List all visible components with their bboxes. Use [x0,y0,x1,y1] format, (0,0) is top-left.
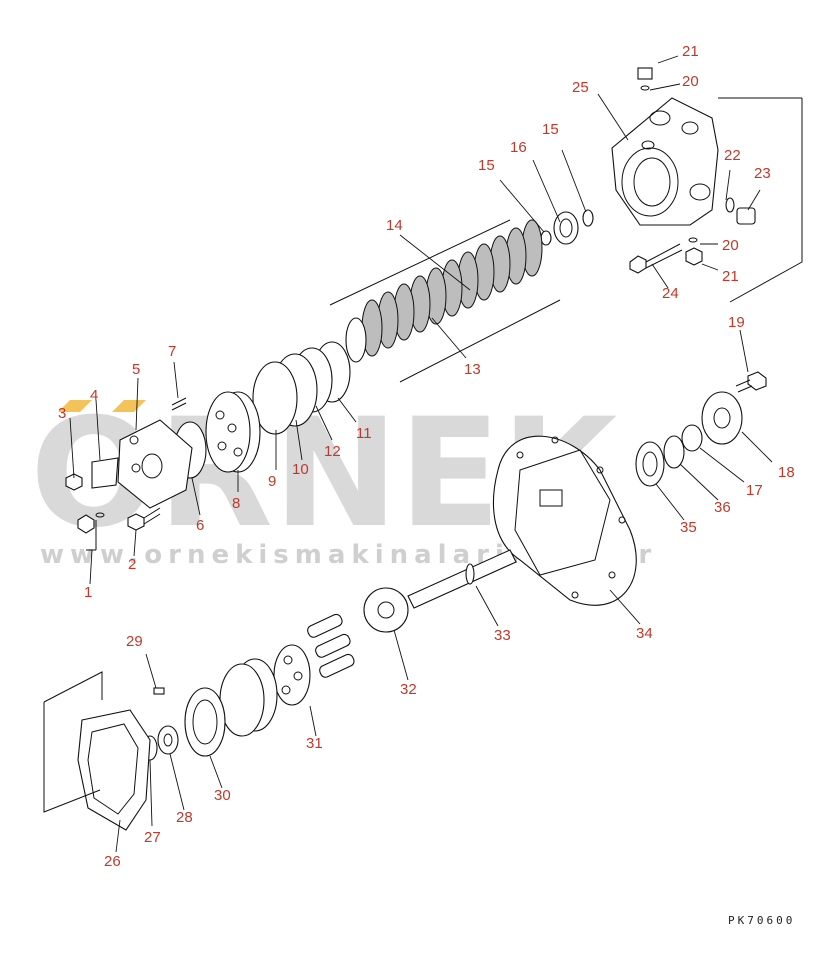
callout-label: 24 [662,285,679,302]
drawing-code: PK70600 [728,914,795,927]
highlight-mark [58,400,92,412]
callout-label: 4 [90,387,98,404]
plug-part [77,514,95,534]
ring-part [681,424,703,452]
hub-part [492,435,637,606]
housing-part [611,97,719,226]
plate-part [91,457,119,489]
callout-label: 15 [542,121,559,138]
plug-part [637,67,653,91]
callout-label: 29 [126,633,143,650]
callout-label: 8 [232,495,240,512]
callout-label: 22 [724,147,741,164]
bracket-line [86,520,97,551]
bolt-part [735,371,767,393]
callout-label: 17 [746,482,763,499]
callout-label: 36 [714,499,731,516]
callout-label: 25 [572,79,589,96]
callout-label: 13 [464,361,481,378]
callout-label: 10 [292,461,309,478]
bolt-part [629,243,683,274]
callout-label: 23 [754,165,771,182]
callout-label: 5 [132,361,140,378]
shaft-part [407,549,517,609]
bearing-part [157,725,179,755]
callout-label: 19 [728,314,745,331]
spring-part [171,397,187,411]
callout-label: 21 [722,268,739,285]
callout-label: 34 [636,625,653,642]
callout-label: 18 [778,464,795,481]
callout-label: 20 [722,237,739,254]
callout-label: 32 [400,681,417,698]
snap-ring-part [540,230,552,246]
callout-label: 7 [168,343,176,360]
bracket-line [718,97,803,303]
o-ring-part [725,197,735,213]
callout-label: 20 [682,73,699,90]
callout-labels: 1 2 3 4 5 6 7 8 9 10 11 12 13 14 15 15 1… [58,43,795,870]
cylinder-block-part [219,658,278,737]
callout-label: 21 [682,43,699,60]
bolt-part [127,507,161,531]
o-ring-part [95,512,105,518]
snap-ring-part [582,209,594,227]
callout-label: 9 [268,473,276,490]
ring-part [663,435,685,469]
callout-label: 16 [510,139,527,156]
piston-part [205,391,261,473]
callout-label: 28 [176,809,193,826]
bearing-part [635,441,665,487]
callout-label: 26 [104,853,121,870]
brake-plate-stack [329,219,561,383]
piston-group [273,613,355,706]
cover-part [117,419,193,509]
callout-label: 31 [306,735,323,752]
callout-label: 15 [478,157,495,174]
callout-label: 12 [324,443,341,460]
bearing-part [553,211,579,245]
callout-label: 33 [494,627,511,644]
washer-part [363,587,409,633]
callout-label: 11 [356,425,372,442]
ring-part [252,361,298,435]
callout-label: 27 [144,829,161,846]
callout-label: 2 [128,556,136,573]
bracket-line [43,671,103,813]
leader-lines [69,55,773,853]
o-ring-part [688,237,698,243]
washer-part [701,391,743,445]
callout-label: 3 [58,405,66,422]
callout-label: 14 [386,217,403,234]
plug-part [685,247,703,266]
callout-label: 35 [680,519,697,536]
callout-label: 6 [196,517,204,534]
callout-label: 1 [84,584,92,601]
plug-part [736,207,756,225]
highlight-mark [112,400,146,412]
callout-label: 30 [214,787,231,804]
gasket-part [77,709,151,831]
valve-plate-part [184,687,226,757]
pin-part [153,687,165,695]
